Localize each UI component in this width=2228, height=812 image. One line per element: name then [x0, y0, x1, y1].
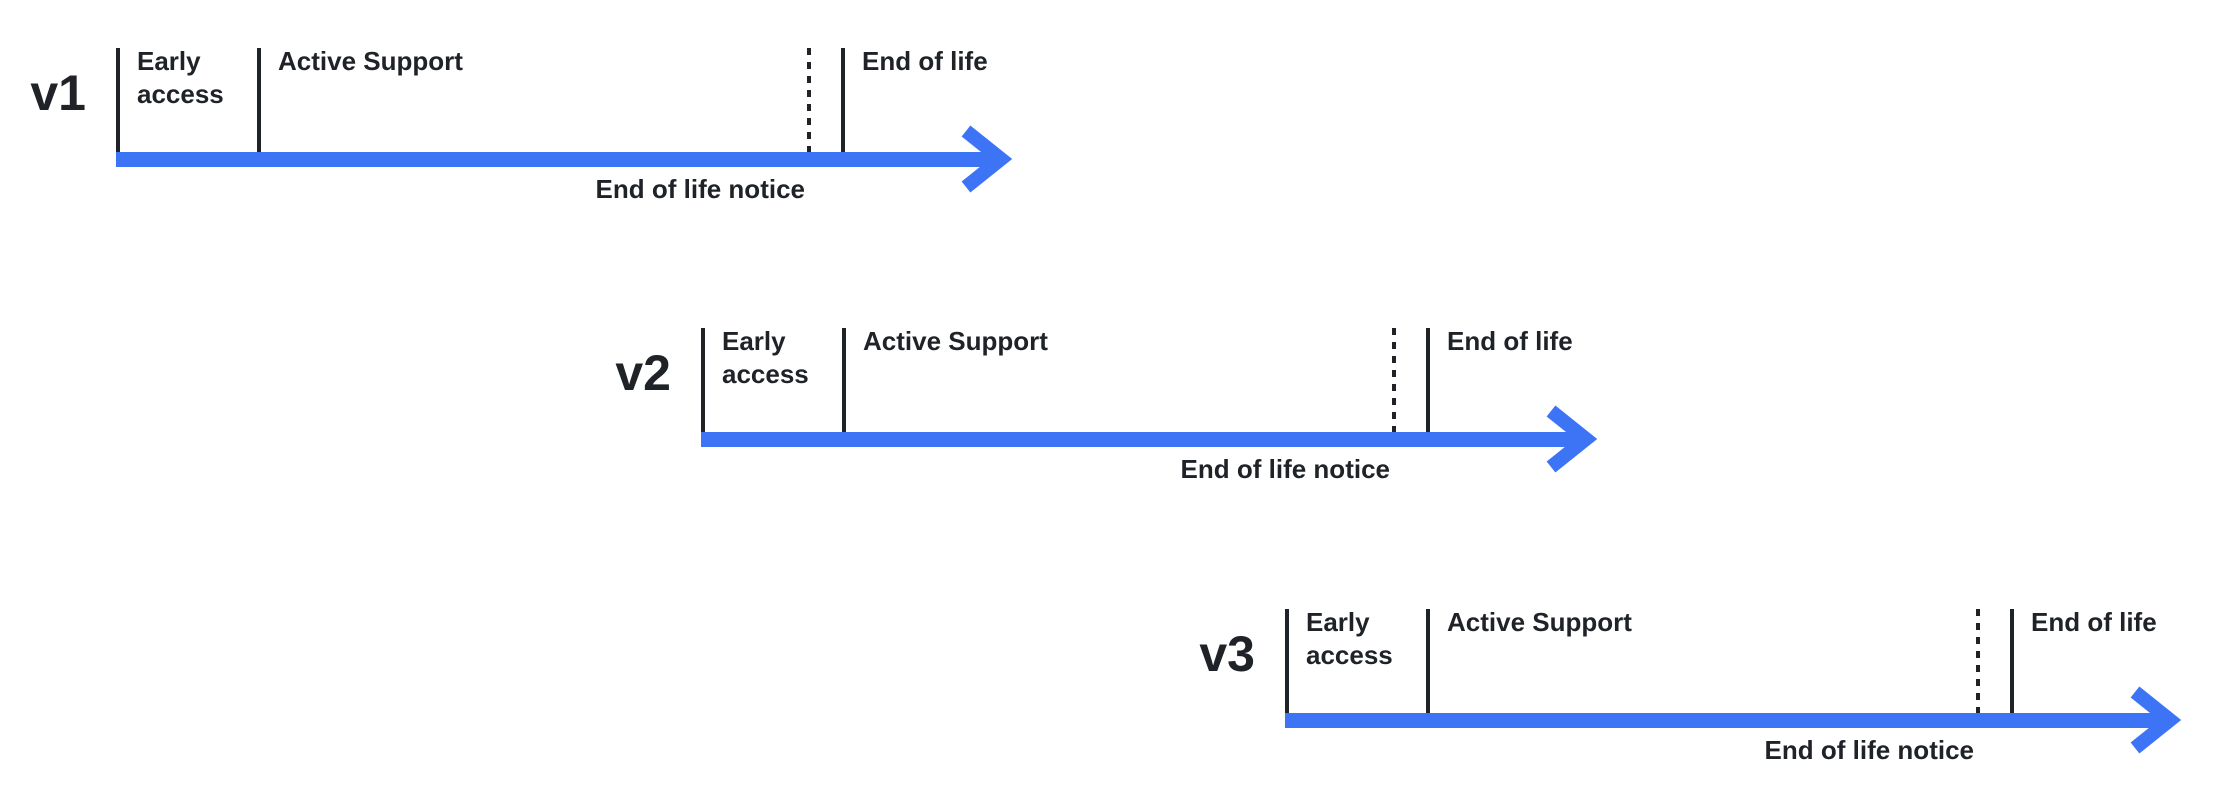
early-access-start-tick: [116, 48, 120, 152]
early-access-start-tick: [1285, 609, 1289, 713]
timeline-arrow-shaft: [701, 432, 1577, 447]
early-access-label: Early access: [1306, 607, 1393, 670]
end-of-life-notice-label: End of life notice: [1180, 454, 1390, 484]
timeline-arrow-shaft: [1285, 713, 2161, 728]
early-access-label: Early access: [137, 46, 224, 109]
active-support-start-tick: [1426, 609, 1430, 713]
version-label: v2: [615, 345, 671, 401]
active-support-start-tick: [842, 328, 846, 432]
timeline-arrow-shaft: [116, 152, 992, 167]
active-support-label: Active Support: [863, 326, 1048, 356]
eol-notice-dashed-tick: [1392, 328, 1396, 432]
version-label: v1: [30, 65, 86, 121]
end-of-life-tick: [841, 48, 845, 152]
arrow-head-icon: [961, 125, 1013, 193]
active-support-start-tick: [257, 48, 261, 152]
end-of-life-tick: [1426, 328, 1430, 432]
eol-notice-dashed-tick: [1976, 609, 1980, 713]
end-of-life-notice-label: End of life notice: [595, 174, 805, 204]
end-of-life-label: End of life: [862, 46, 988, 76]
active-support-label: Active Support: [278, 46, 463, 76]
end-of-life-tick: [2010, 609, 2014, 713]
version-label: v3: [1199, 626, 1255, 682]
early-access-start-tick: [701, 328, 705, 432]
active-support-label: Active Support: [1447, 607, 1632, 637]
end-of-life-label: End of life: [2031, 607, 2157, 637]
arrow-head-icon: [1546, 405, 1598, 473]
end-of-life-notice-label: End of life notice: [1764, 735, 1974, 765]
arrow-head-icon: [2130, 686, 2182, 754]
early-access-label: Early access: [722, 326, 809, 389]
eol-notice-dashed-tick: [807, 48, 811, 152]
end-of-life-label: End of life: [1447, 326, 1573, 356]
